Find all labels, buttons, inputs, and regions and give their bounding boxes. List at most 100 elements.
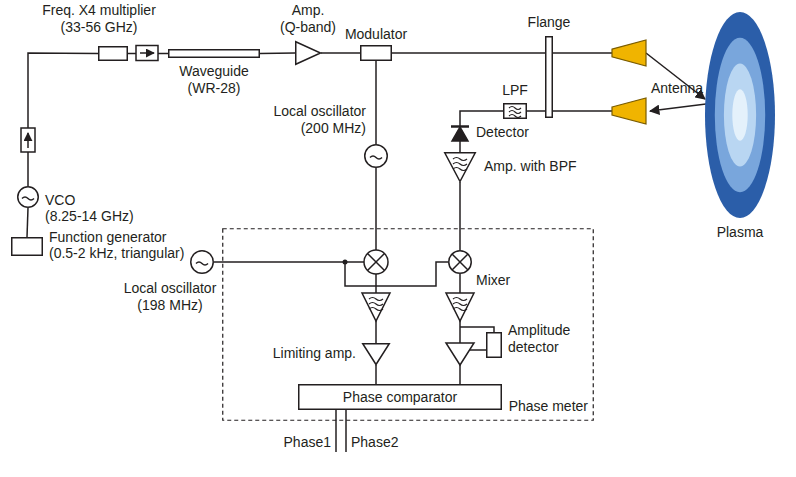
drawing-line	[335, 410, 337, 452]
component-label: Amp.	[292, 2, 325, 19]
outline-polygon	[445, 153, 476, 182]
oscillator-circle: Local oscillator(200 MHz)	[364, 144, 388, 168]
triD-outline	[362, 343, 390, 365]
outline-path	[509, 107, 521, 118]
mixer-symbol	[364, 250, 388, 274]
component-label: Limiting amp.	[273, 345, 356, 362]
drawing-line	[368, 254, 385, 271]
drawing-line	[650, 104, 706, 111]
outline-line	[452, 254, 468, 270]
drawing-rect	[21, 128, 35, 152]
mixer-symbol: Mixer	[448, 250, 472, 274]
filter-box: LPF	[503, 103, 527, 119]
drawing-line	[27, 133, 29, 148]
drawing-circle	[364, 250, 388, 274]
rect-outline	[168, 49, 260, 58]
filt-outline	[444, 152, 476, 182]
outline-polygon	[452, 127, 468, 141]
outline-rect	[546, 37, 553, 118]
oscillator-circle: Local oscillator(198 MHz)	[190, 250, 214, 274]
drawing-polygon	[362, 293, 390, 321]
outline-rect	[99, 47, 128, 61]
component-label: Modulator	[345, 26, 407, 43]
component-label: Waveguide	[179, 63, 249, 80]
outline-ellipse	[705, 12, 775, 218]
lpf-outline	[503, 103, 527, 119]
component-label: (200 MHz)	[301, 120, 366, 137]
outline-rect	[169, 50, 260, 58]
drawing-polyline	[460, 327, 494, 332]
drawing-line	[459, 274, 461, 293]
drawing-line	[375, 321, 377, 343]
isolator-symbol	[136, 46, 158, 61]
component-label: Plasma	[717, 224, 764, 241]
outline-ellipse	[715, 38, 765, 193]
plasma-outline	[705, 12, 775, 218]
diode-outline	[450, 124, 470, 142]
rect-outline	[11, 237, 43, 256]
phase-meter-group: Phase meterMixerLimiting amp.Amplitude d…	[222, 228, 594, 421]
signal-wire	[214, 262, 448, 286]
limiting-amp-symbol	[446, 343, 474, 365]
multiplier-box: Freq. X4 multiplier(33-56 GHz)	[98, 46, 128, 61]
outline-ellipse	[724, 64, 756, 167]
filter-amp-symbol	[362, 293, 390, 321]
drawing-line	[345, 261, 364, 263]
outline-rect	[223, 229, 594, 421]
signal-wire	[527, 110, 545, 112]
component-label: Local oscillator	[273, 103, 366, 120]
waveguide-bar: Waveguide(WR-28)	[168, 49, 260, 58]
outline-circle	[449, 251, 472, 274]
outline-path	[22, 197, 34, 200]
outline-rect	[504, 104, 527, 119]
amplifier-triangle: Amp.(Q-band)	[295, 41, 321, 65]
filter-amp-triangle: Amp. with BPF	[444, 152, 476, 182]
outline-polygon	[296, 42, 321, 65]
outline-rect	[361, 46, 392, 61]
component-label: Detector	[476, 124, 529, 141]
drawing-line	[553, 110, 612, 112]
limiting-amp-triangle: Limiting amp.	[362, 343, 390, 365]
antenna-horn: Antenna	[612, 40, 646, 66]
component-label: Phase meter	[509, 398, 588, 415]
outline-path	[370, 156, 382, 159]
triR-outline	[295, 41, 321, 65]
mix-outline	[448, 250, 472, 274]
outline-line	[451, 125, 469, 128]
outline-rect	[12, 238, 43, 256]
component-label: Antenna	[651, 80, 703, 97]
signal-wire	[646, 53, 705, 99]
component-label: Mixer	[476, 272, 510, 289]
component-label: (8.25-14 GHz)	[45, 208, 134, 225]
antenna-horn	[612, 98, 646, 124]
outline-line	[452, 254, 468, 270]
drawing-line	[470, 349, 486, 351]
outline-polygon	[612, 40, 646, 66]
drawing-line	[140, 52, 154, 54]
outline-ellipse	[732, 89, 747, 141]
outline-rect	[487, 333, 502, 358]
component-label: (0.5-2 kHz, triangular)	[49, 245, 184, 262]
signal-name: Phase1	[284, 434, 331, 451]
outline-circle	[191, 251, 214, 274]
drawing-path	[369, 298, 383, 311]
drawing-line	[368, 254, 385, 271]
signal-wire	[260, 52, 295, 54]
component-label: Amp. with BPF	[484, 158, 577, 175]
component-label: (WR-28)	[188, 80, 241, 97]
signal-wire	[459, 182, 461, 250]
circ-outline	[17, 186, 39, 208]
outline-circle	[18, 187, 39, 208]
circ-outline	[190, 250, 214, 274]
component-label: Flange	[528, 14, 571, 31]
component-label: Phase comparator	[298, 389, 502, 406]
isolator-symbol	[21, 128, 35, 152]
component-label: LPF	[502, 82, 528, 99]
rect-outline	[545, 36, 553, 118]
component-label: VCO	[45, 192, 75, 209]
drawing-rect	[136, 46, 158, 61]
rect-outline	[486, 332, 502, 358]
filter-amp-symbol	[446, 293, 474, 321]
plasma-ellipse: Plasma	[705, 12, 775, 218]
